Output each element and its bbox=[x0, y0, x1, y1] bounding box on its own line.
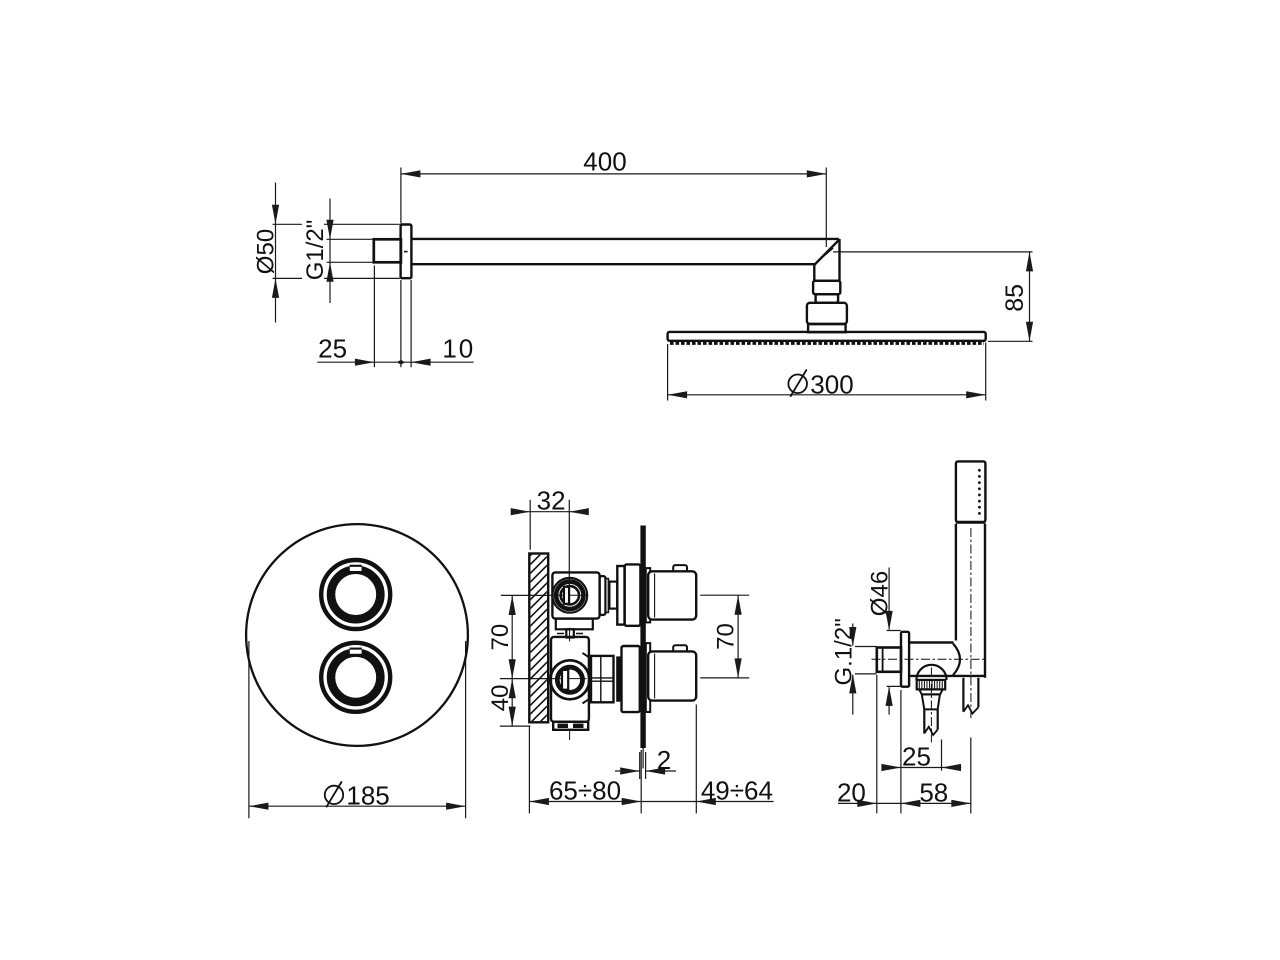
svg-text:Ø46: Ø46 bbox=[866, 571, 893, 616]
svg-text:49÷64: 49÷64 bbox=[701, 775, 773, 805]
svg-text:70: 70 bbox=[713, 623, 740, 650]
svg-text:25: 25 bbox=[902, 742, 931, 772]
svg-text:58: 58 bbox=[919, 778, 948, 808]
svg-text:185: 185 bbox=[346, 780, 389, 810]
svg-text:65÷80: 65÷80 bbox=[549, 775, 621, 805]
svg-text:85: 85 bbox=[1001, 284, 1029, 312]
svg-text:32: 32 bbox=[537, 486, 566, 516]
svg-text:2: 2 bbox=[657, 745, 671, 775]
svg-text:40: 40 bbox=[487, 685, 514, 712]
svg-text:Ø50: Ø50 bbox=[252, 229, 279, 274]
svg-text:20: 20 bbox=[837, 778, 866, 808]
svg-text:400: 400 bbox=[583, 146, 626, 176]
svg-text:25: 25 bbox=[318, 334, 347, 364]
svg-text:70: 70 bbox=[487, 624, 514, 651]
svg-text:10: 10 bbox=[442, 334, 475, 364]
svg-text:300: 300 bbox=[810, 370, 853, 400]
svg-text:G.1/2": G.1/2" bbox=[831, 618, 858, 685]
svg-text:G1/2": G1/2" bbox=[302, 220, 329, 281]
